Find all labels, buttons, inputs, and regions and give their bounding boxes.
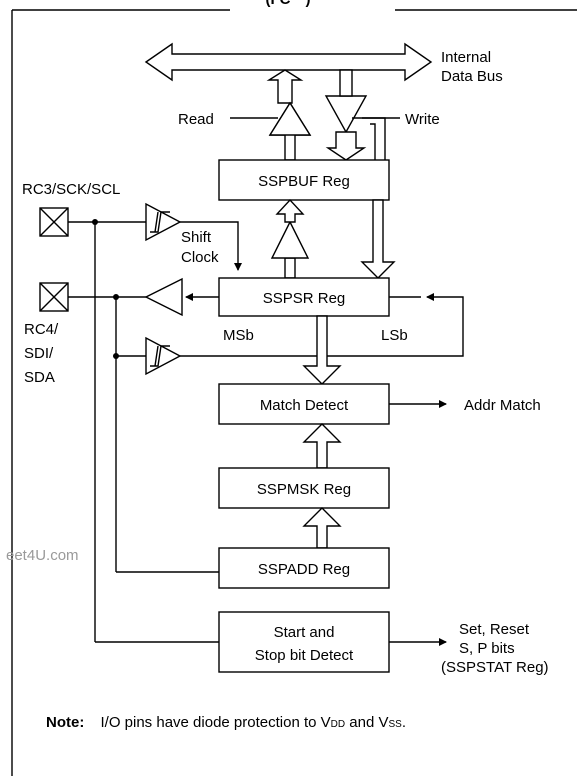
sspsr-to-sspbuf-arrow — [284, 257, 296, 279]
match-detect-block — [218, 383, 390, 425]
watermark-text: eet4U.com — [6, 547, 79, 564]
clock-label: Clock — [181, 249, 219, 266]
read-buffer-stem — [266, 69, 304, 104]
note-vdd-sub: DD — [331, 719, 345, 730]
rc4-pin-icon — [39, 282, 69, 312]
start-stop-detect-block — [218, 611, 390, 673]
rc4-pin-label-3: SDA — [24, 369, 55, 386]
write-bus-stem — [339, 69, 353, 97]
sspbuf-register — [218, 159, 390, 201]
note-vss-sub: SS — [388, 719, 402, 730]
sspadd-register — [218, 547, 390, 589]
msb-label: MSb — [223, 327, 254, 344]
rc3-pin-icon — [39, 207, 69, 237]
sp-bits-label: S, P bits — [459, 640, 515, 657]
rc3-pin-label: RC3/SCK/SCL — [22, 181, 120, 198]
write-to-sspbuf-arrow — [325, 131, 367, 161]
sspbuf-to-sspsr-arrow — [360, 199, 396, 279]
shift-clock-schmitt-icon — [145, 202, 182, 242]
sdo-buffer-icon — [144, 277, 183, 317]
addr-match-label: Addr Match — [464, 397, 541, 414]
note-text-a: I/O pins have diode protection to V — [101, 714, 331, 731]
sdi-schmitt-icon — [145, 336, 182, 376]
sspsr-up-buffer-head — [275, 198, 305, 223]
write-buffer-icon — [324, 95, 368, 134]
sspbuf-label: SSPBUF Reg — [258, 173, 350, 190]
shift-clock-wire — [180, 221, 242, 271]
sspsr-up-buffer-icon — [270, 220, 310, 259]
sspsr-to-match-arrow — [302, 315, 342, 385]
internal-data-bus — [144, 42, 433, 82]
sspmsk-label: SSPMSK Reg — [257, 481, 351, 498]
set-reset-label: Set, Reset — [459, 621, 530, 638]
note-text-b: and V — [345, 714, 388, 731]
start-stop-label-1: Start and — [274, 624, 335, 641]
diagram-title: (I²C™) — [266, 0, 311, 8]
sspadd-to-sspmsk-arrow — [302, 507, 342, 549]
lsb-label: LSb — [381, 327, 408, 344]
note-label: Note: — [46, 714, 84, 731]
sspsr-label: SSPSR Reg — [263, 290, 346, 307]
sspmsk-register — [218, 467, 390, 509]
start-stop-label-2: Stop bit Detect — [255, 647, 354, 664]
bus-label-internal: Internal — [441, 49, 491, 66]
sspmsk-to-match-arrow — [302, 423, 342, 469]
match-detect-label: Match Detect — [260, 397, 349, 414]
write-right-line-inner — [370, 123, 376, 160]
note-text-c: . — [402, 714, 406, 731]
sspadd-label: SSPADD Reg — [258, 561, 350, 578]
sspstat-label: (SSPSTAT Reg) — [441, 659, 549, 676]
rc4-pin-label-1: RC4/ — [24, 321, 59, 338]
read-label: Read — [178, 111, 214, 128]
outer-frame — [11, 9, 577, 776]
bus-label-data-bus: Data Bus — [441, 68, 503, 85]
note-line: Note: I/O pins have diode protection to … — [46, 714, 406, 731]
read-buffer-icon — [268, 101, 312, 136]
write-right-line — [362, 117, 386, 160]
rc4-pin-label-2: SDI/ — [24, 345, 54, 362]
write-label: Write — [405, 111, 440, 128]
shift-label: Shift — [181, 229, 212, 246]
